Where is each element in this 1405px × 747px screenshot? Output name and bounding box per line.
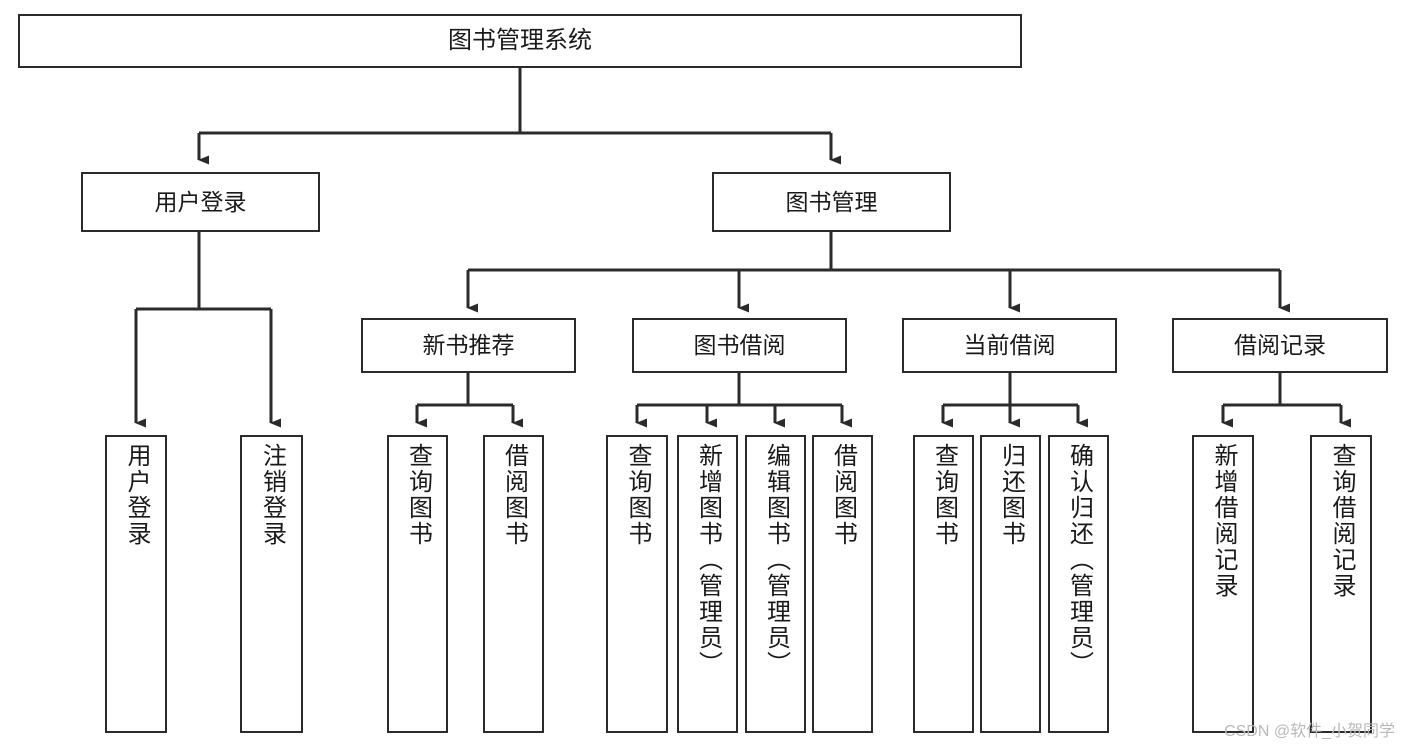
node-label: 用户登录 bbox=[154, 188, 247, 215]
node-label: 查询图书 bbox=[930, 443, 958, 547]
leaf-borrow-add-book-admin[interactable]: 新增图书（管理员） bbox=[677, 435, 738, 733]
node-label: 编辑图书（管理员） bbox=[762, 443, 790, 677]
node-root-library-management-system[interactable]: 图书管理系统 bbox=[18, 14, 1022, 68]
leaf-user-login-signout[interactable]: 注销登录 bbox=[240, 435, 303, 733]
leaf-borrow-edit-book-admin[interactable]: 编辑图书（管理员） bbox=[745, 435, 806, 733]
node-user-login[interactable]: 用户登录 bbox=[81, 172, 320, 232]
leaf-new-book-borrow-books[interactable]: 借阅图书 bbox=[483, 435, 544, 733]
node-label: 图书管理 bbox=[785, 188, 878, 215]
leaf-new-book-query-books[interactable]: 查询图书 bbox=[387, 435, 448, 733]
node-label: 借阅记录 bbox=[1234, 332, 1326, 359]
node-label: 查询借阅记录 bbox=[1328, 443, 1355, 599]
leaf-current-query-books[interactable]: 查询图书 bbox=[913, 435, 974, 733]
node-label: 图书借阅 bbox=[693, 332, 786, 359]
node-book-management[interactable]: 图书管理 bbox=[712, 172, 951, 232]
node-label: 当前借阅 bbox=[963, 332, 1056, 359]
node-label: 确认归还（管理员） bbox=[1065, 443, 1093, 677]
node-label: 新增借阅记录 bbox=[1210, 443, 1237, 599]
node-new-book-recommendation[interactable]: 新书推荐 bbox=[361, 318, 576, 373]
node-book-borrowing[interactable]: 图书借阅 bbox=[632, 318, 847, 373]
node-label: 查询图书 bbox=[624, 443, 651, 547]
node-borrowing-records[interactable]: 借阅记录 bbox=[1172, 318, 1388, 373]
leaf-borrow-query-books[interactable]: 查询图书 bbox=[606, 435, 668, 733]
node-label: 注销登录 bbox=[258, 443, 286, 547]
node-label: 借阅图书 bbox=[500, 443, 528, 547]
node-current-borrowing[interactable]: 当前借阅 bbox=[902, 318, 1117, 373]
leaf-user-login-signin[interactable]: 用户登录 bbox=[105, 435, 167, 733]
leaf-current-confirm-return-admin[interactable]: 确认归还（管理员） bbox=[1048, 435, 1109, 733]
node-label: 借阅图书 bbox=[829, 443, 857, 547]
node-label: 用户登录 bbox=[123, 443, 150, 547]
node-label: 新增图书（管理员） bbox=[694, 443, 722, 677]
node-label: 新书推荐 bbox=[422, 332, 515, 359]
node-label: 图书管理系统 bbox=[448, 27, 592, 55]
leaf-records-query-record[interactable]: 查询借阅记录 bbox=[1310, 435, 1372, 733]
node-label: 归还图书 bbox=[997, 443, 1025, 547]
leaf-current-return-books[interactable]: 归还图书 bbox=[980, 435, 1041, 733]
leaf-borrow-borrow-books[interactable]: 借阅图书 bbox=[812, 435, 873, 733]
leaf-records-add-record[interactable]: 新增借阅记录 bbox=[1192, 435, 1254, 733]
node-label: 查询图书 bbox=[404, 443, 432, 547]
